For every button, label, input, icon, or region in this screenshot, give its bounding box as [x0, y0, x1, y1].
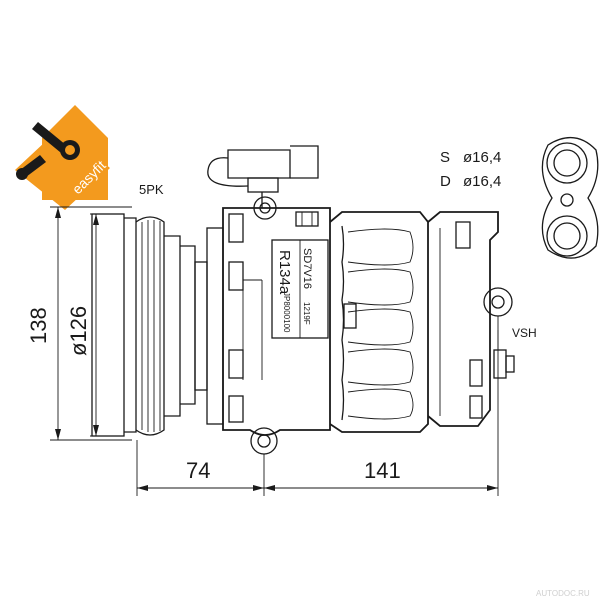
easyfit-badge: easyfit [15, 105, 110, 210]
body-length-dimension: 141 [364, 458, 401, 483]
dim-141 [264, 316, 499, 496]
port-flange [541, 137, 599, 259]
front-length-dimension: 74 [186, 458, 210, 483]
compressor-body: SD7V16 R134a 1219F JP8000100 [207, 145, 515, 455]
dim-138 [50, 206, 132, 441]
code-label-1: 1219F [302, 302, 311, 325]
watermark: AUTODOC.RU [536, 589, 590, 598]
pulley-diameter-dimension: ø126 [66, 306, 91, 356]
wrench-icon [16, 122, 80, 180]
discharge-label: D [440, 173, 451, 190]
suction-value: ø16,4 [463, 149, 501, 166]
code-label-2: JP8000100 [282, 292, 291, 333]
pulley [91, 213, 224, 437]
refrigerant-label: R134a [276, 250, 293, 295]
height-dimension: 138 [26, 307, 51, 344]
discharge-value: ø16,4 [463, 173, 501, 190]
belt-label: 5PK [139, 182, 164, 197]
valve-label: VSH [512, 326, 537, 340]
model-label: SD7V16 [301, 248, 313, 289]
dim-74 [136, 440, 265, 496]
dim-126 [90, 213, 124, 437]
suction-label: S [440, 149, 450, 166]
